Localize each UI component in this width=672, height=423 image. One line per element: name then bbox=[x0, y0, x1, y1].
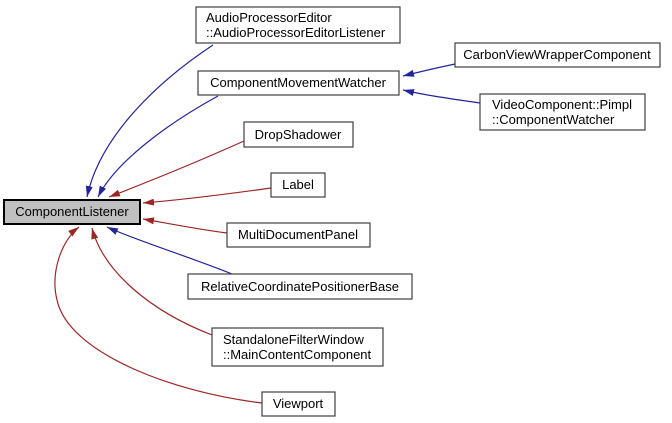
edge-audioprocessoreditorlistener-componentlistener bbox=[85, 44, 214, 198]
node-audioprocessoreditorlistener-box[interactable] bbox=[195, 6, 401, 44]
node-dropshadower-box[interactable] bbox=[243, 121, 354, 148]
node-standalonefilterwindow-label-line1: StandaloneFilterWindow bbox=[223, 332, 365, 347]
node-carbonviewwrappercomponent-label: CarbonViewWrapperComponent bbox=[463, 47, 651, 62]
node-componentlistener-box bbox=[3, 199, 141, 225]
edge-label-componentlistener bbox=[142, 187, 272, 206]
node-relativecoordinatepositionerbase-label: RelativeCoordinatePositionerBase bbox=[201, 279, 399, 294]
edge-videocomponentwatcher-componentmovementwatcher bbox=[402, 89, 481, 104]
node-label-box[interactable] bbox=[270, 172, 326, 198]
edge-dropshadower-componentlistener bbox=[108, 140, 245, 198]
node-multidocumentpanel-label: MultiDocumentPanel bbox=[238, 227, 358, 242]
node-videocomponentwatcher[interactable]: VideoComponent::Pimpl ::ComponentWatcher bbox=[479, 93, 646, 131]
node-componentlistener: ComponentListener bbox=[3, 199, 141, 225]
node-multidocumentpanel[interactable]: MultiDocumentPanel bbox=[226, 222, 371, 248]
edge-multidocumentpanel-componentlistener bbox=[142, 217, 228, 234]
edge-componentmovementwatcher-componentlistener bbox=[97, 95, 219, 198]
node-relativecoordinatepositionerbase[interactable]: RelativeCoordinatePositionerBase bbox=[187, 273, 413, 300]
node-componentmovementwatcher[interactable]: ComponentMovementWatcher bbox=[197, 70, 400, 96]
node-standalonefilterwindow[interactable]: StandaloneFilterWindow ::MainContentComp… bbox=[211, 327, 384, 367]
node-dropshadower-label: DropShadower bbox=[255, 127, 342, 142]
node-multidocumentpanel-box[interactable] bbox=[226, 222, 371, 248]
node-audioprocessoreditorlistener[interactable]: AudioProcessorEditor ::AudioProcessorEdi… bbox=[195, 6, 401, 44]
node-viewport-box[interactable] bbox=[261, 391, 336, 417]
node-audioprocessoreditorlistener-label-line2: ::AudioProcessorEditorListener bbox=[206, 25, 386, 40]
edge-carbonviewwrappercomponent-componentmovementwatcher bbox=[402, 63, 456, 77]
edge-relativecoordinatepositionerbase-componentlistener bbox=[106, 226, 233, 275]
node-carbonviewwrappercomponent-box[interactable] bbox=[454, 42, 661, 68]
node-componentlistener-label: ComponentListener bbox=[15, 204, 129, 219]
node-audioprocessoreditorlistener-label-line1: AudioProcessorEditor bbox=[206, 10, 332, 25]
node-carbonviewwrappercomponent[interactable]: CarbonViewWrapperComponent bbox=[454, 42, 661, 68]
node-viewport-label: Viewport bbox=[273, 396, 324, 411]
edge-standalonefilterwindow-componentlistener bbox=[91, 227, 213, 336]
node-videocomponentwatcher-label-line2: ::ComponentWatcher bbox=[492, 112, 615, 127]
node-standalonefilterwindow-box[interactable] bbox=[211, 327, 384, 367]
node-relativecoordinatepositionerbase-box[interactable] bbox=[187, 273, 413, 300]
node-standalonefilterwindow-label-line2: ::MainContentComponent bbox=[223, 347, 372, 362]
edges-layer bbox=[54, 44, 481, 404]
node-componentmovementwatcher-label: ComponentMovementWatcher bbox=[210, 75, 386, 90]
node-label-label: Label bbox=[282, 177, 314, 192]
node-dropshadower[interactable]: DropShadower bbox=[243, 121, 354, 148]
node-componentmovementwatcher-box[interactable] bbox=[197, 70, 400, 96]
node-videocomponentwatcher-label-line1: VideoComponent::Pimpl bbox=[492, 97, 632, 112]
edge-viewport-componentlistener bbox=[54, 226, 263, 404]
node-viewport[interactable]: Viewport bbox=[261, 391, 336, 417]
node-label[interactable]: Label bbox=[270, 172, 326, 198]
node-videocomponentwatcher-box[interactable] bbox=[479, 93, 646, 131]
